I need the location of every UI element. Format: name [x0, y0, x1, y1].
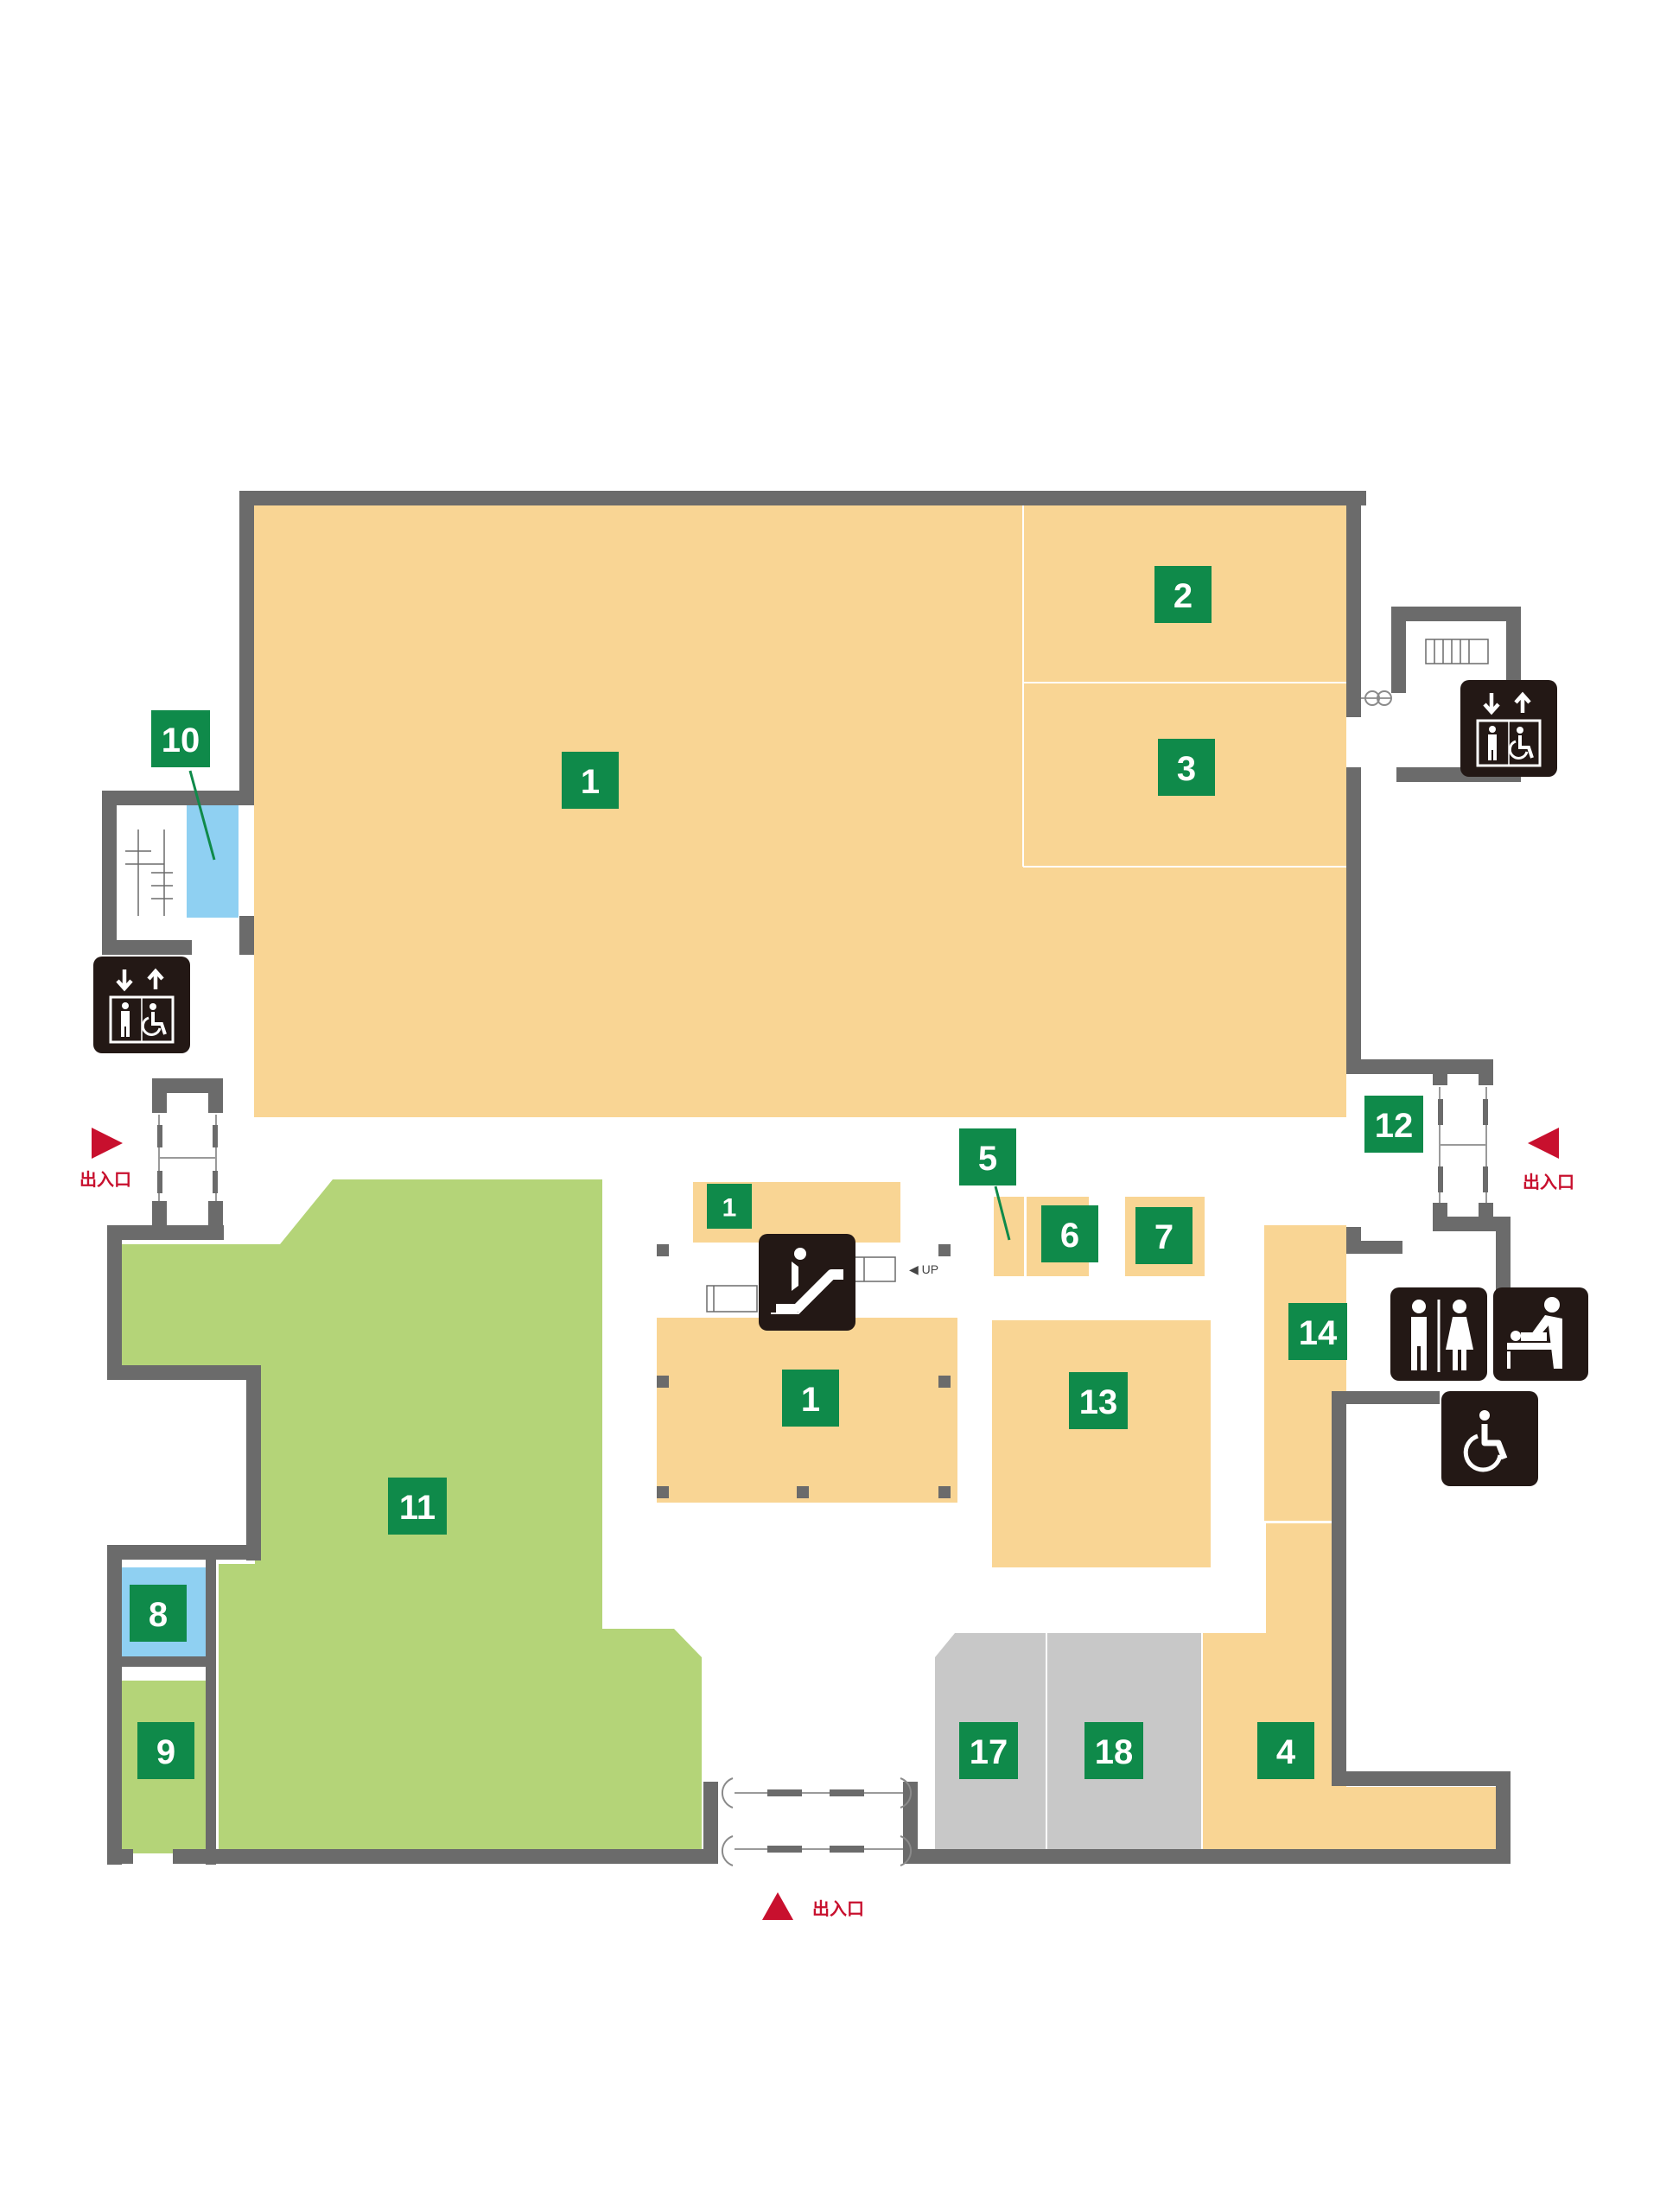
zone-label: 5	[978, 1140, 997, 1178]
zone-label: 13	[1079, 1383, 1118, 1421]
zone-label: 18	[1095, 1733, 1134, 1771]
restroom-icon[interactable]	[1390, 1287, 1487, 1381]
elevator-west-icon[interactable]	[93, 957, 190, 1053]
entrance-south-label: 出入口	[812, 1898, 864, 1919]
zone-badge-14[interactable]: 14	[1288, 1303, 1347, 1360]
zone-label: 14	[1299, 1314, 1338, 1352]
arrow-left-icon	[1528, 1128, 1559, 1159]
entrance-east[interactable]: 出入口	[1523, 1128, 1574, 1192]
zone-badge-9[interactable]: 9	[137, 1722, 194, 1779]
zone-badge-1[interactable]: 1	[562, 752, 619, 809]
zone-badge-13[interactable]: 13	[1069, 1372, 1128, 1429]
entrance-west-label: 出入口	[80, 1169, 131, 1190]
zone-label: 17	[970, 1733, 1008, 1771]
zone-label: 1	[581, 763, 600, 801]
baby-changing-icon[interactable]	[1493, 1287, 1588, 1381]
walls	[102, 491, 1521, 1865]
arrow-up-icon	[762, 1892, 793, 1920]
zone-badge-17[interactable]: 17	[959, 1722, 1018, 1779]
zone-10-area[interactable]	[187, 805, 239, 918]
zone-badge-10[interactable]: 10	[151, 710, 210, 767]
pillars	[657, 1244, 951, 1498]
zone-badge-11[interactable]: 11	[388, 1478, 447, 1535]
zone-badge-4[interactable]: 4	[1257, 1722, 1314, 1779]
zone-label: 6	[1060, 1217, 1079, 1255]
zone-label: 7	[1154, 1218, 1173, 1256]
entrance-west[interactable]: 出入口	[80, 1128, 131, 1190]
elevator-east-icon[interactable]	[1460, 680, 1557, 777]
zone-badge-6[interactable]: 6	[1041, 1205, 1098, 1262]
zone-badge-8[interactable]: 8	[130, 1585, 187, 1642]
escalator-rails	[706, 1256, 896, 1313]
zone-label: 12	[1375, 1107, 1414, 1145]
zone-badge-2[interactable]: 2	[1154, 566, 1212, 623]
zone-badge-1c[interactable]: 1	[782, 1370, 839, 1427]
zone-label: 3	[1177, 750, 1196, 788]
zone-label: 1	[722, 1194, 737, 1223]
arrow-right-icon	[92, 1128, 123, 1159]
zone-badge-5[interactable]: 5	[959, 1128, 1016, 1185]
zone-badge-12[interactable]: 12	[1364, 1096, 1423, 1153]
zone-label: 1	[801, 1381, 820, 1419]
escalator-icon[interactable]	[759, 1234, 855, 1331]
stairs-east	[1425, 639, 1489, 664]
entrance-east-label: 出入口	[1523, 1172, 1574, 1192]
zone-label: 4	[1276, 1733, 1296, 1771]
zone-label: 9	[156, 1733, 175, 1771]
stairs-west	[125, 830, 173, 916]
zone-badge-3[interactable]: 3	[1158, 739, 1215, 796]
zone-label: 2	[1173, 577, 1193, 615]
zone-4-area[interactable]	[1203, 1522, 1508, 1856]
zone-label: 11	[399, 1489, 436, 1527]
zone-13-area[interactable]	[992, 1320, 1211, 1567]
wheelchair-icon[interactable]	[1441, 1391, 1538, 1486]
zone-badge-7[interactable]: 7	[1135, 1207, 1193, 1264]
escalator-up-label: ◀ UP	[909, 1262, 938, 1276]
zone-label: 8	[149, 1596, 168, 1634]
zone-badge-18[interactable]: 18	[1084, 1722, 1143, 1779]
zone-label: 10	[162, 721, 200, 760]
zone-badge-1b[interactable]: 1	[707, 1184, 752, 1229]
entrance-south[interactable]: 出入口	[762, 1892, 864, 1920]
